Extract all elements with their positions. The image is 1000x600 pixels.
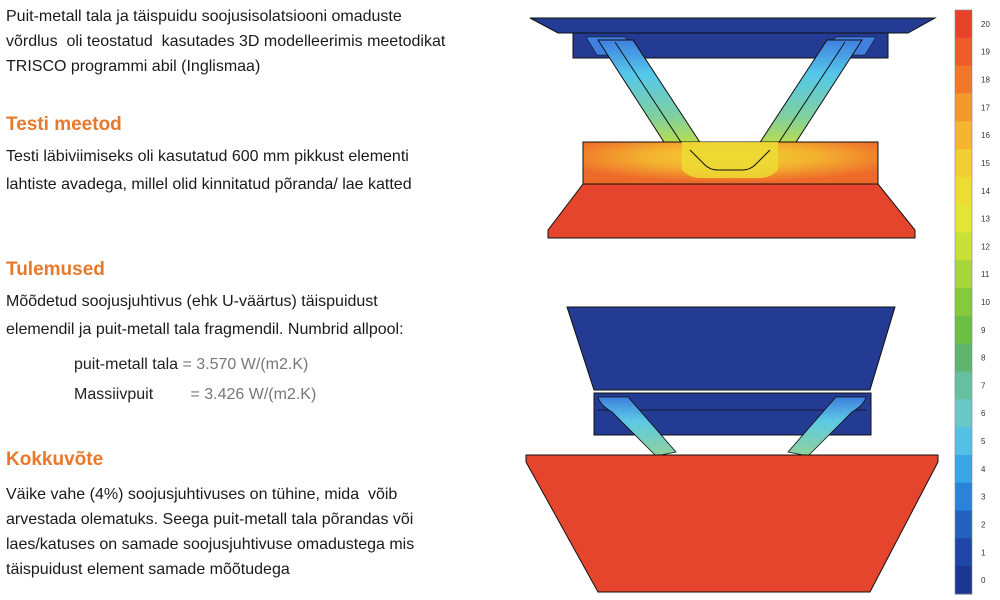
result-value: = 3.426 W/(m2.K) (190, 386, 317, 403)
colorbar-tick-label: 19 (981, 48, 990, 57)
colorbar-segment (955, 10, 972, 39)
colorbar-segment (955, 510, 972, 539)
top-plate (529, 17, 937, 34)
bottom-chord-web-overlay (682, 142, 778, 178)
colorbar-segment (955, 93, 972, 122)
heading-testi-meetod: Testi meetod (6, 114, 122, 135)
conclusion-paragraph: Väike vahe (4%) soojusjuhtivuses on tühi… (6, 486, 419, 578)
colorbar-segment (955, 371, 972, 400)
upper-block (566, 306, 896, 391)
lower-block (525, 454, 939, 593)
colorbar-segment (955, 343, 972, 373)
method-paragraph: Testi läbiviimiseks oli kasutatud 600 mm… (6, 148, 414, 193)
colorbar-segment (955, 566, 972, 595)
colorbar-tick-label: 6 (981, 409, 986, 418)
colorbar-segment (955, 232, 972, 261)
result-massiivpuit: Massiivpuit = 3.426 W/(m2.K) (74, 386, 316, 404)
bottom-chord-web-line (689, 149, 771, 171)
colorbar-tick-label: 18 (981, 76, 990, 85)
colorbar-tick-label: 8 (981, 354, 986, 363)
steel-joist-diagram (529, 17, 937, 239)
intro-paragraph: Puit-metall tala ja täispuidu soojusisol… (6, 8, 454, 75)
colorbar-segment (955, 37, 972, 67)
right-leg (787, 396, 867, 457)
colorbar-tick-label: 7 (981, 381, 986, 390)
colorbar-segment (955, 399, 972, 428)
result-value: = 3.570 W/(m2.K) (182, 356, 309, 373)
colorbar-segment (955, 121, 972, 150)
heading-tulemused: Tulemused (6, 259, 105, 280)
colorbar-segment (955, 204, 972, 233)
result-name: puit-metall tala (74, 356, 179, 373)
colorbar-segment (955, 176, 972, 206)
results-paragraph: Mõõdetud soojusjuhtivus (ehk U-väärtus) … (6, 293, 404, 338)
colorbar-segment (955, 427, 972, 456)
colorbar-tick-label: 2 (981, 520, 986, 529)
colorbar-tick-label: 11 (981, 270, 990, 279)
colorbar-tick-label: 3 (981, 493, 986, 502)
solid-timber-diagram (525, 306, 939, 593)
result-puit-metall: puit-metall tala = 3.570 W/(m2.K) (74, 356, 308, 374)
result-name: Massiivpuit (74, 386, 154, 403)
colorbar-tick-label: 1 (981, 548, 986, 557)
colorbar-tick-label: 9 (981, 326, 986, 335)
colorbar-tick-label: 17 (981, 103, 990, 112)
heading-kokkuvote: Kokkuvõte (6, 449, 104, 470)
colorbar-tick-label: 5 (981, 437, 986, 446)
colorbar-frame (954, 9, 973, 595)
bottom-plate (547, 183, 916, 239)
colorbar-segment (955, 65, 972, 94)
colorbar-tick-label: 15 (981, 159, 990, 168)
colorbar-tick-label: 4 (981, 465, 986, 474)
colorbar-tick-label: 12 (981, 242, 990, 251)
colorbar-segment (955, 315, 972, 345)
colorbar-tick-label: 16 (981, 131, 990, 140)
colorbar-segment (955, 538, 972, 567)
colorbar-tick-label: 14 (981, 187, 990, 196)
left-leg (597, 396, 677, 457)
colorbar-segment (955, 454, 972, 484)
colorbar-tick-label: 0 (981, 576, 986, 585)
colorbar-segment (955, 288, 972, 317)
colorbar-tick-label: 13 (981, 215, 990, 224)
colorbar-tick-label: 20 (981, 20, 990, 29)
colorbar-segment (955, 260, 972, 289)
colorbar-segment (955, 482, 972, 512)
colorbar-segment (955, 149, 972, 178)
colorbar-tick-label: 10 (981, 298, 990, 307)
